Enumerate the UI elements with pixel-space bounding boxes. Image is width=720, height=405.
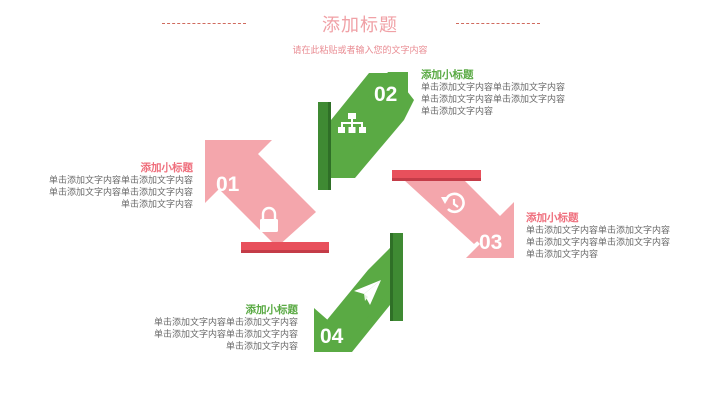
lock-icon: [260, 206, 278, 232]
step-02-bar: [318, 102, 331, 190]
step-04-line-3: 单击添加文字内容: [225, 342, 298, 352]
step-01-line-3: 单击添加文字内容: [120, 200, 193, 210]
history-icon: [441, 192, 465, 214]
step-03-text: 添加小标题 单击添加文字内容单击添加文字内容 单击添加文字内容单击添加文字内容 …: [526, 212, 670, 261]
step-02-line-2: 单击添加文字内容单击添加文字内容: [421, 95, 566, 105]
title-right-dash: [456, 23, 540, 24]
step-02-heading: 添加小标题: [421, 69, 474, 81]
step-03-line-3: 单击添加文字内容: [526, 250, 599, 260]
step-01-arrow: 01: [205, 140, 329, 253]
step-04-arrow: 04: [314, 233, 403, 352]
step-02-line-3: 单击添加文字内容: [421, 107, 494, 117]
page-subtitle: 请在此粘贴或者输入您的文字内容: [292, 46, 428, 56]
page-title: 添加标题: [322, 15, 398, 36]
step-04-line-2: 单击添加文字内容单击添加文字内容: [153, 330, 298, 340]
step-03-heading: 添加小标题: [526, 212, 579, 224]
step-02-number: 02: [374, 83, 397, 106]
step-04-text: 添加小标题 单击添加文字内容单击添加文字内容 单击添加文字内容单击添加文字内容 …: [154, 304, 298, 353]
step-02-arrow: 02: [318, 72, 414, 190]
step-04-line-1: 单击添加文字内容单击添加文字内容: [153, 318, 298, 328]
step-03-arrow: 03: [392, 170, 514, 258]
step-04-heading: 添加小标题: [245, 304, 299, 316]
step-04-number: 04: [320, 325, 344, 348]
step-03-number: 03: [479, 231, 502, 254]
step-01-line-1: 单击添加文字内容单击添加文字内容: [48, 176, 193, 186]
paper-plane-icon: [354, 280, 381, 305]
step-01-text: 添加小标题 单击添加文字内容单击添加文字内容 单击添加文字内容单击添加文字内容 …: [49, 162, 193, 211]
org-chart-icon: [338, 113, 366, 133]
step-03-line-1: 单击添加文字内容单击添加文字内容: [526, 226, 671, 236]
step-04-bar: [390, 233, 403, 321]
step-02-line-1: 单击添加文字内容单击添加文字内容: [421, 83, 566, 93]
step-03-line-2: 单击添加文字内容单击添加文字内容: [526, 238, 671, 248]
step-02-text: 添加小标题 单击添加文字内容单击添加文字内容 单击添加文字内容单击添加文字内容 …: [421, 69, 565, 118]
step-01-line-2: 单击添加文字内容单击添加文字内容: [48, 188, 193, 198]
step-01-number: 01: [216, 173, 240, 196]
step-01-heading: 添加小标题: [140, 162, 194, 174]
step-03-bar: [392, 170, 481, 181]
title-left-dash: [162, 23, 246, 24]
step-01-bar: [241, 242, 329, 253]
